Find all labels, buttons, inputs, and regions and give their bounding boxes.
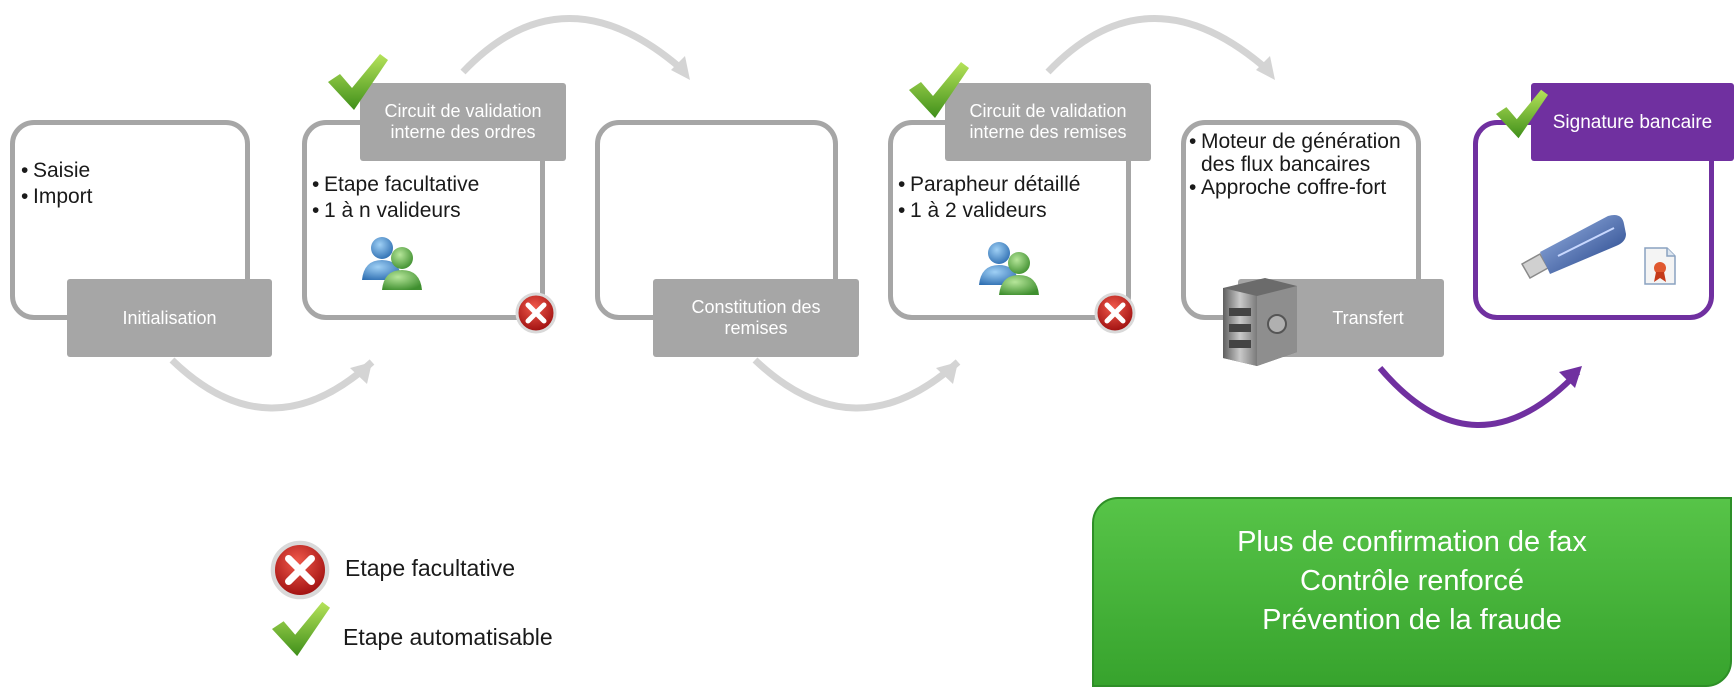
flow-arrow-4 xyxy=(1045,15,1273,75)
flow-arrow-3 xyxy=(752,357,961,412)
flow-arrow-2 xyxy=(460,15,688,75)
benefits-callout: Plus de confirmation de fax Contrôle ren… xyxy=(1092,497,1732,687)
flow-arrow-1 xyxy=(169,357,375,412)
bullet-item: 1 à n valideurs xyxy=(312,198,537,224)
flow-arrow-5-head xyxy=(1559,366,1582,388)
flow-arrow-1-head xyxy=(350,362,372,384)
step-constitution-label: Constitution des remises xyxy=(653,279,859,357)
callout-line: Contrôle renforcé xyxy=(1299,565,1525,597)
bullet-item: Saisie xyxy=(21,158,241,184)
flow-arrow-3-head xyxy=(936,362,958,384)
flow-arrow-4-head xyxy=(1256,56,1275,80)
step-signature-label: Signature bancaire xyxy=(1531,83,1734,161)
legend-check-icon xyxy=(272,601,330,657)
step-validation-ordres-label: Circuit de validation interne des ordres xyxy=(360,83,566,161)
check-icon xyxy=(328,54,388,110)
bullet-item: Approche coffre-fort xyxy=(1189,176,1414,199)
legend-optional-label: Etape facultative xyxy=(345,555,516,581)
red-x-icon xyxy=(515,292,557,334)
flow-arrow-5 xyxy=(1377,366,1581,428)
step-transfert-bullets: Moteur de génération des flux bancaires … xyxy=(1189,130,1414,199)
callout-line: Plus de confirmation de fax xyxy=(1237,526,1587,558)
callout-line: Prévention de la fraude xyxy=(1262,604,1562,636)
step-validation-ordres-bullets: Etape facultative 1 à n valideurs xyxy=(312,172,537,224)
usb-key-icon xyxy=(1520,215,1626,280)
bullet-item: 1 à 2 valideurs xyxy=(898,198,1126,224)
check-icon xyxy=(909,62,969,118)
red-x-icon xyxy=(1094,292,1136,334)
legend-automatable-label: Etape automatisable xyxy=(343,624,553,650)
step-initialisation-bullets: Saisie Import xyxy=(21,158,241,210)
bullet-item: Parapheur détaillé xyxy=(898,172,1126,198)
step-validation-remises-label: Circuit de validation interne des remise… xyxy=(945,83,1151,161)
step-initialisation-label: Initialisation xyxy=(67,279,272,357)
flow-arrow-2-head xyxy=(671,56,690,80)
bullet-item: Etape facultative xyxy=(312,172,537,198)
certificate-document-icon xyxy=(1644,247,1676,285)
step-validation-remises-bullets: Parapheur détaillé 1 à 2 valideurs xyxy=(898,172,1126,224)
safe-icon xyxy=(1223,278,1297,366)
bullet-item: Import xyxy=(21,184,241,210)
users-icon xyxy=(979,242,1039,295)
users-icon xyxy=(362,237,422,290)
legend-red-x-icon xyxy=(270,540,330,600)
check-icon xyxy=(1496,89,1548,139)
bullet-item: Moteur de génération des flux bancaires xyxy=(1189,130,1414,176)
